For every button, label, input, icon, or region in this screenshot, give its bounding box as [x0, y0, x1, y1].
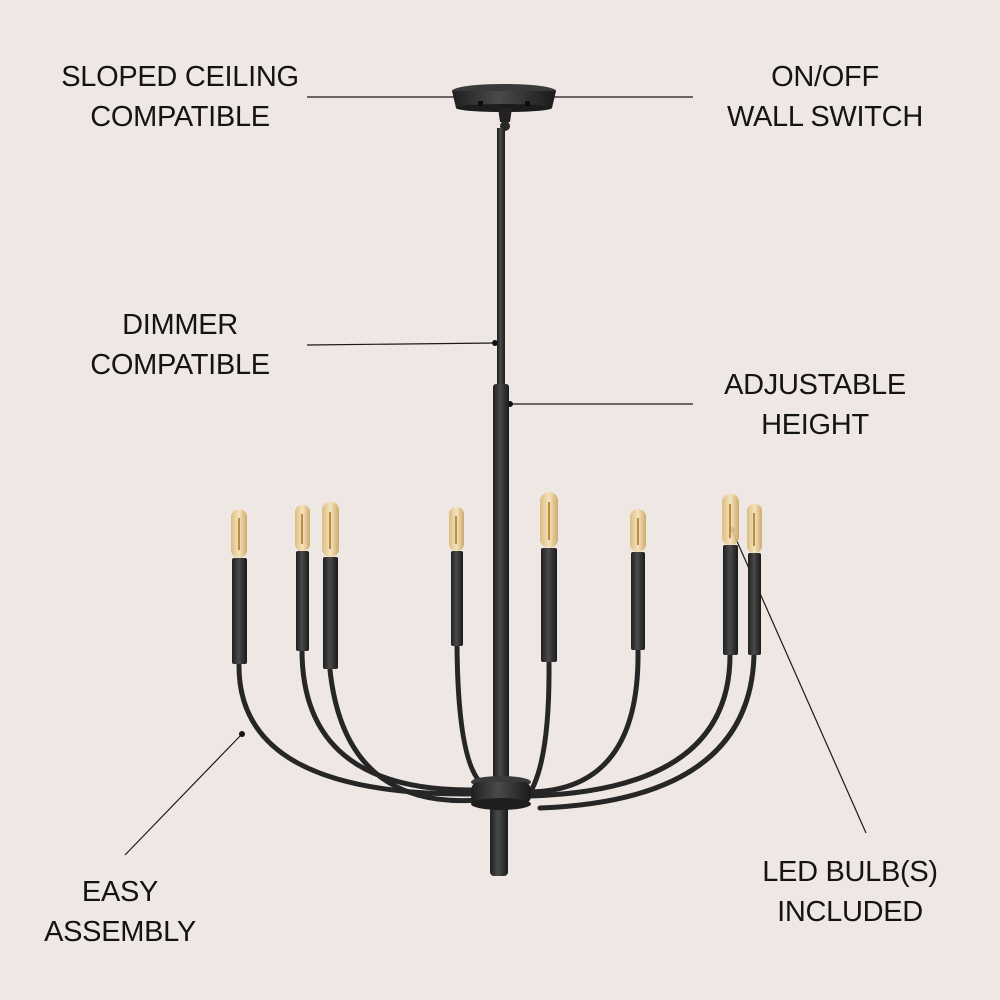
led-bulbs: [231, 492, 762, 558]
label-line: ADJUSTABLE: [724, 369, 906, 401]
label-easy-assembly: EASY ASSEMBLY: [30, 872, 210, 952]
callout-dots: [239, 340, 735, 737]
label-line: SLOPED CEILING: [61, 61, 299, 93]
label-line: ON/OFF: [771, 61, 879, 93]
label-line: COMPATIBLE: [90, 349, 270, 381]
label-line: LED BULB(S): [762, 856, 938, 888]
chandelier-arms: [236, 642, 757, 811]
ceiling-canopy: [452, 84, 556, 131]
label-wall-switch: ON/OFF WALL SWITCH: [690, 57, 960, 137]
label-sloped-ceiling: SLOPED CEILING COMPATIBLE: [40, 57, 320, 137]
bulb: [540, 492, 558, 548]
callout-line-assembly: [124, 733, 243, 856]
bulb: [295, 505, 310, 551]
bulb: [747, 504, 762, 553]
label-line: HEIGHT: [761, 409, 869, 441]
callout-line-dimmer: [306, 342, 496, 346]
label-line: DIMMER: [122, 309, 238, 341]
label-line: INCLUDED: [777, 896, 923, 928]
bulb: [231, 509, 247, 558]
bulb: [630, 509, 646, 552]
label-adjustable-height: ADJUSTABLE HEIGHT: [695, 365, 935, 445]
label-line: WALL SWITCH: [727, 101, 923, 133]
bulb: [449, 507, 464, 551]
label-line: EASY: [81, 876, 159, 908]
center-hub: [471, 776, 531, 810]
label-line: COMPATIBLE: [90, 101, 270, 133]
candle-sleeves: [232, 545, 761, 669]
label-dimmer-compatible: DIMMER COMPATIBLE: [60, 305, 300, 385]
down-rod: [490, 128, 509, 876]
bulb: [722, 494, 739, 545]
label-line: ASSEMBLY: [44, 916, 196, 948]
label-led-bulbs: LED BULB(S) INCLUDED: [740, 852, 960, 932]
bulb: [322, 502, 339, 557]
